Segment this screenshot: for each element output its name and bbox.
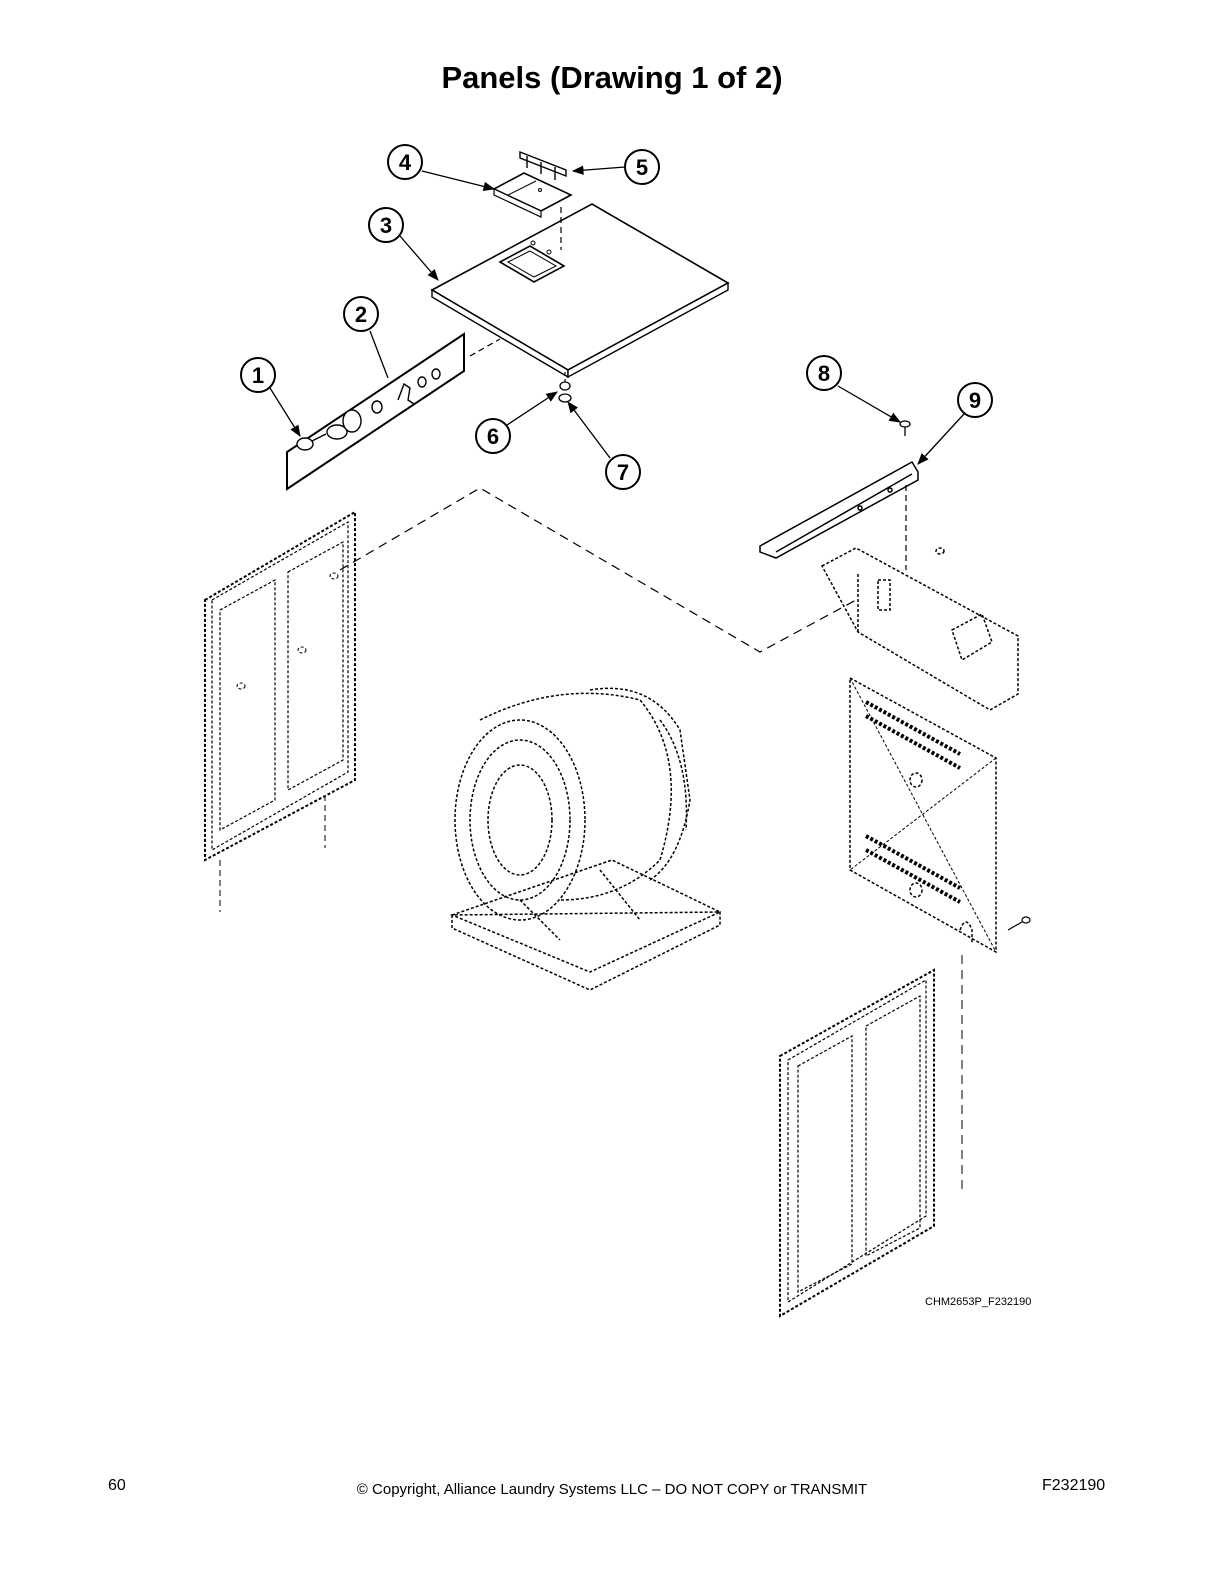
document-number: F232190 [1042,1477,1106,1494]
svg-text:2: 2 [355,302,367,327]
left-side-panel [204,510,356,862]
callout-9: 9 [957,382,993,418]
top-clip [519,150,567,180]
svg-text:7: 7 [617,460,629,485]
callout-5: 5 [624,149,660,185]
page-number: 60 [108,1477,126,1494]
callout-7: 7 [605,454,641,490]
top-bracket [492,172,573,218]
top-panel [430,203,730,379]
screw-icon [1007,916,1031,931]
lock-key-icon [296,368,441,451]
copyright-notice: © Copyright, Alliance Laundry Systems LL… [356,1481,868,1498]
svg-text:4: 4 [399,150,412,175]
rear-panel [849,676,997,954]
control-bracket [759,460,919,559]
front-panel [779,968,935,1318]
control-box [820,547,1019,711]
lock-panel [286,332,465,491]
svg-text:5: 5 [636,155,648,180]
drum-assembly [449,687,722,991]
svg-text:9: 9 [969,388,981,413]
callout-leaders [269,165,965,465]
svg-text:8: 8 [818,361,830,386]
callout-1: 1 [240,357,276,393]
callout-2: 2 [343,296,379,332]
screw-icon [899,420,911,436]
svg-text:1: 1 [252,363,264,388]
nut-assembly [558,381,572,403]
svg-text:6: 6 [487,424,499,449]
callout-4: 4 [387,144,423,180]
page-title: Panels (Drawing 1 of 2) [441,60,783,95]
callout-8: 8 [806,355,842,391]
svg-text:3: 3 [380,213,392,238]
figure-id: CHM2653P_F232190 [925,1296,1031,1308]
callout-3: 3 [368,207,404,243]
callout-6: 6 [475,418,511,454]
